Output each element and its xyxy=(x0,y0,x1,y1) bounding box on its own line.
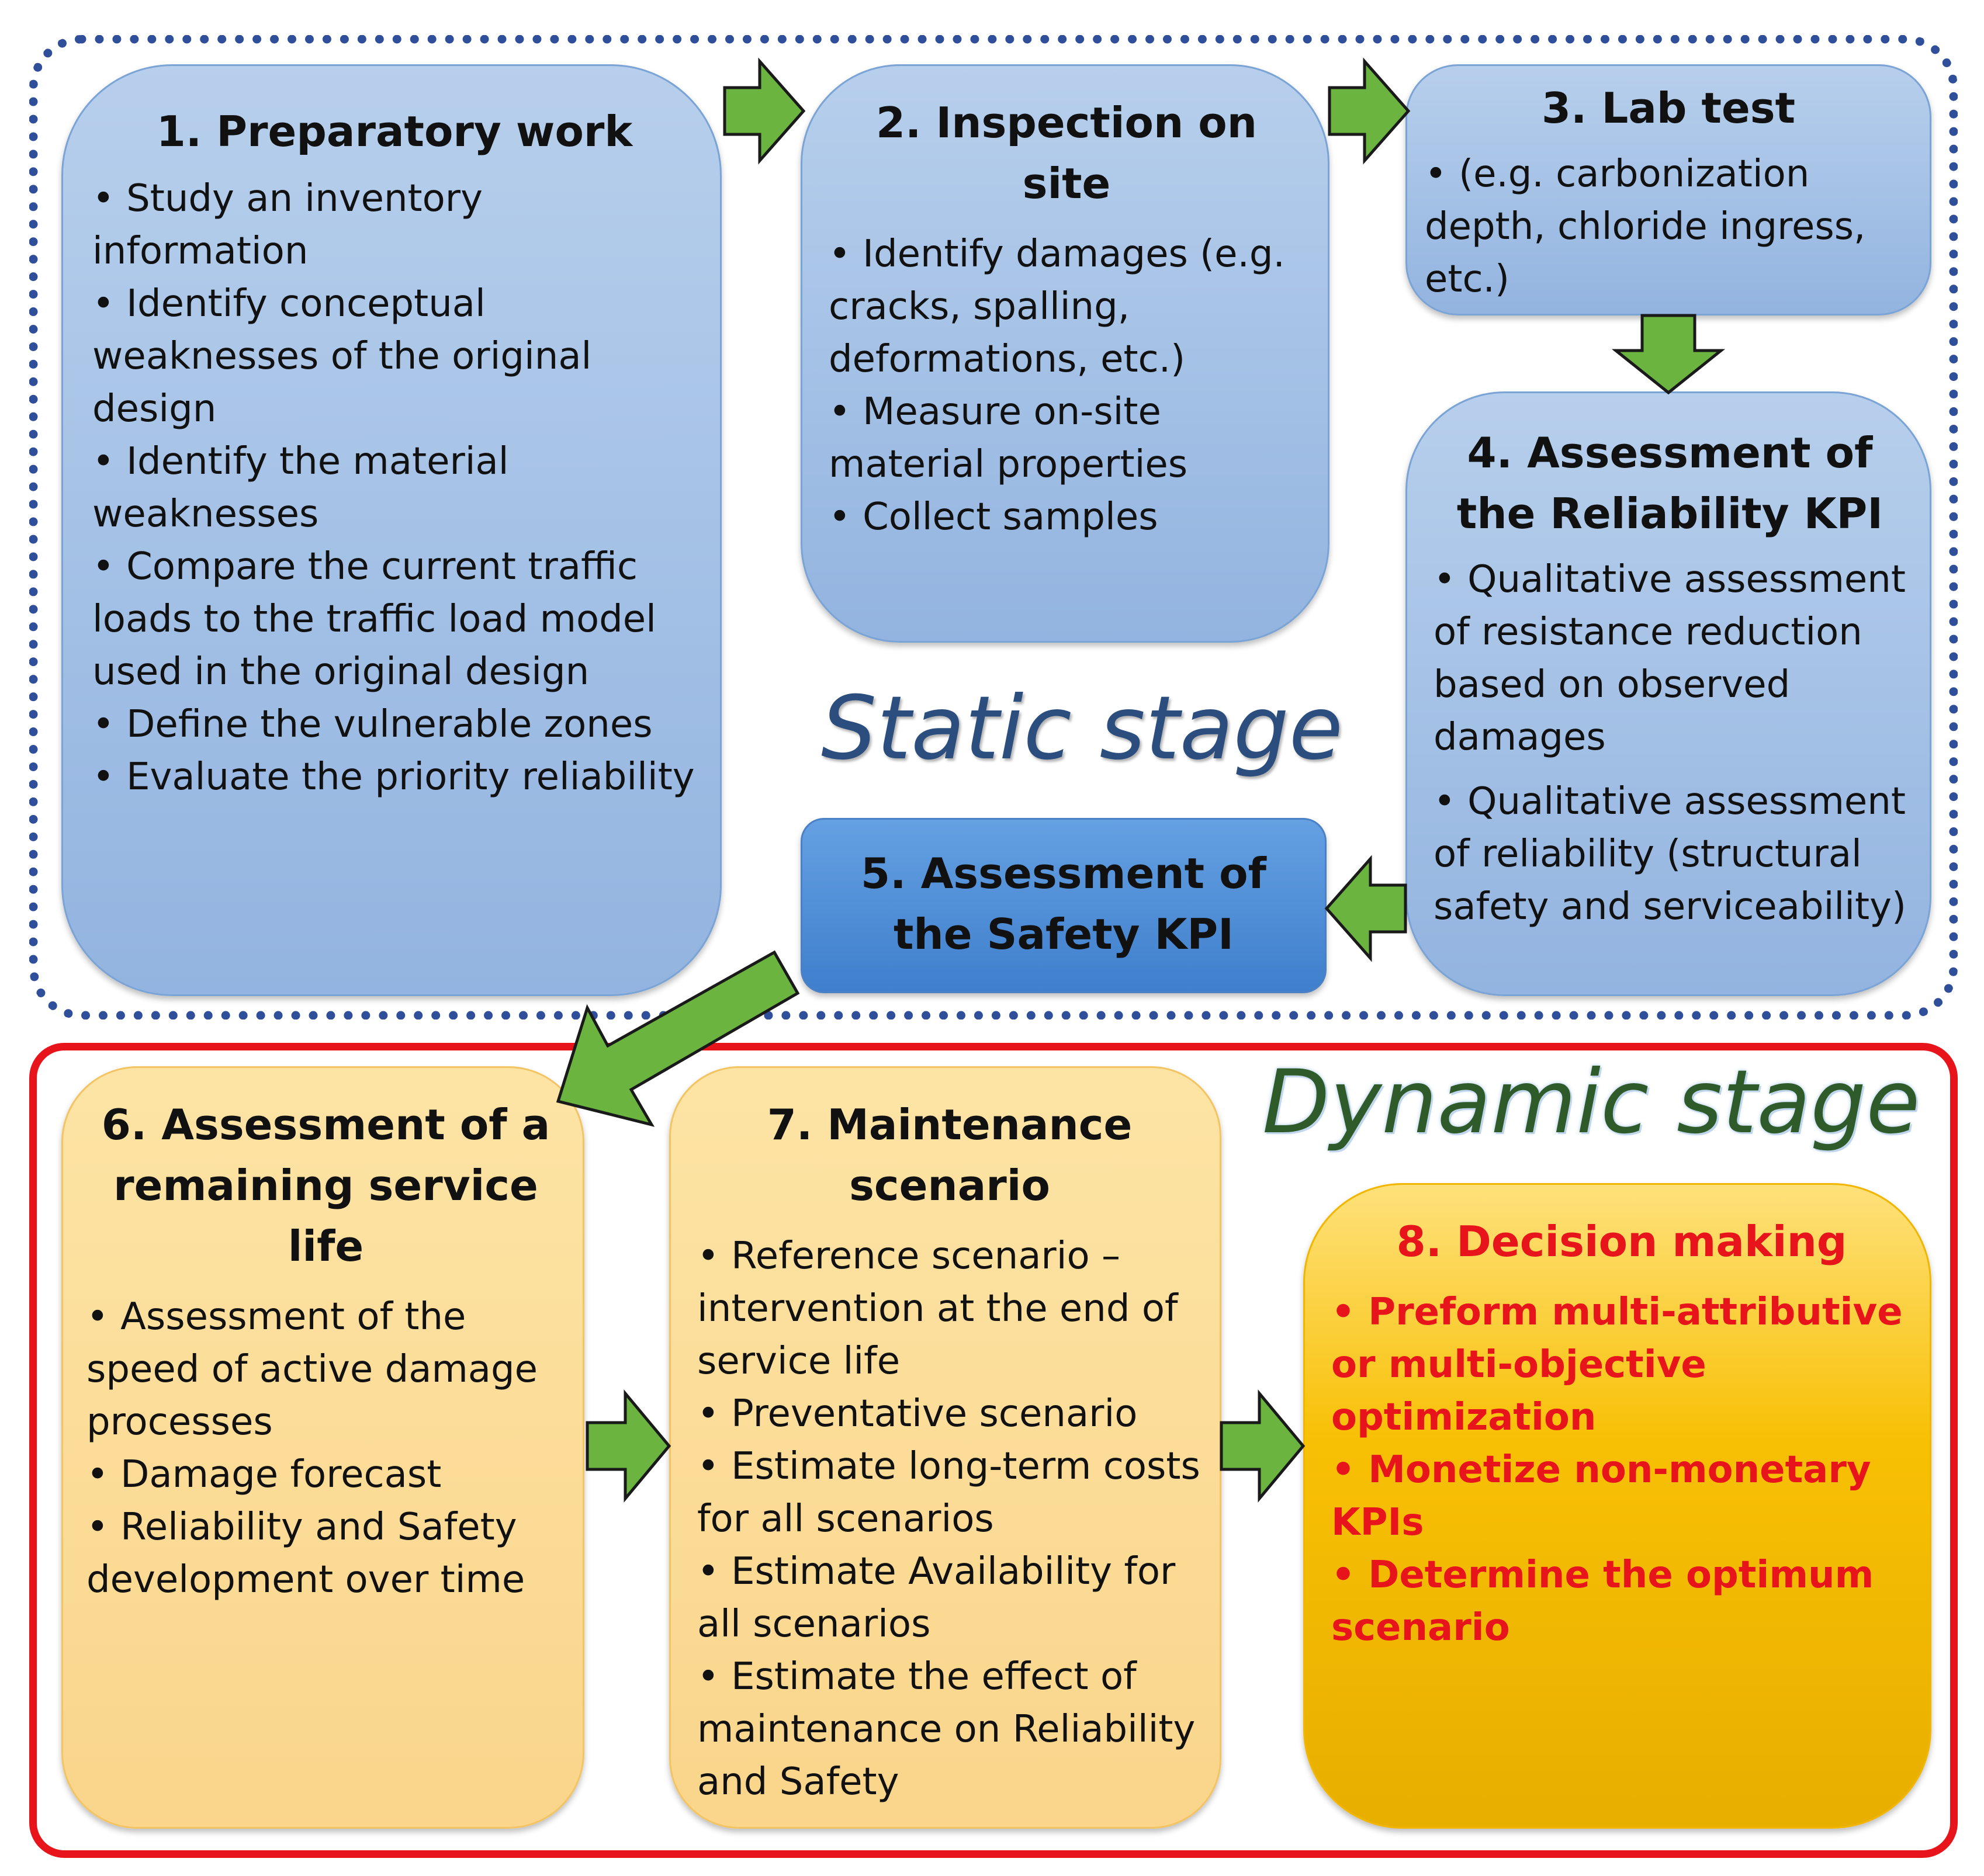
step-8-decision-making: 8. Decision making Preform multi-attribu… xyxy=(1303,1183,1931,1829)
step-2-item: Measure on-site material properties xyxy=(829,386,1304,491)
arrow-2-to-3 xyxy=(1328,57,1411,165)
step-5-title: 5. Assessment of the Safety KPI xyxy=(861,849,1266,959)
step-2-item: Identify damages (e.g. cracks, spalling,… xyxy=(829,228,1304,386)
step-7-item: Estimate Availability for all scenarios xyxy=(697,1545,1202,1650)
step-1-title: 1. Preparatory work xyxy=(156,107,633,156)
step-4-title: 4. Assessment of the Reliability KPI xyxy=(1456,428,1883,538)
step-3-item: (e.g. carbonization depth, chloride ingr… xyxy=(1425,148,1912,306)
step-1-item: Study an inventory information xyxy=(92,172,697,278)
step-1-item: Compare the current traffic loads to the… xyxy=(92,540,697,698)
step-2-title: 2. Inspection on site xyxy=(875,98,1258,208)
dynamic-stage-region xyxy=(29,1043,1958,1858)
step-6-title: 6. Assessment of a remaining service lif… xyxy=(101,1100,550,1271)
arrow-1-to-2 xyxy=(723,57,806,165)
step-8-item: Preform multi-attributive or multi-objec… xyxy=(1331,1286,1912,1444)
static-stage-label: Static stage xyxy=(821,678,1343,779)
step-6-item: Reliability and Safety development over … xyxy=(86,1501,565,1606)
arrow-4-to-5 xyxy=(1324,855,1407,962)
arrow-3-to-4 xyxy=(1611,314,1726,395)
step-4-item: Qualitative assessment of resistance red… xyxy=(1434,553,1906,764)
step-8-item: Monetize non-monetary KPIs xyxy=(1331,1444,1912,1549)
step-5-safety-kpi: 5. Assessment of the Safety KPI xyxy=(801,818,1327,993)
step-1-item: Evaluate the priority reliability xyxy=(92,751,697,803)
step-4-reliability-kpi: 4. Assessment of the Reliability KPI Qua… xyxy=(1405,391,1931,996)
step-1-item: Identify the material weaknesses xyxy=(92,435,697,540)
step-1-item: Define the vulnerable zones xyxy=(92,698,697,751)
step-4-item: Qualitative assessment of reliability (s… xyxy=(1434,775,1906,933)
step-7-title: 7. Maintenance scenario xyxy=(767,1100,1133,1210)
arrow-7-to-8 xyxy=(1220,1389,1306,1503)
static-stage-region xyxy=(29,35,1958,1020)
step-3-lab-test: 3. Lab test (e.g. carbonization depth, c… xyxy=(1405,64,1931,315)
step-6-remaining-service-life: 6. Assessment of a remaining service lif… xyxy=(61,1066,584,1829)
step-2-inspection-on-site: 2. Inspection on site Identify damages (… xyxy=(801,64,1329,643)
step-8-item: Determine the optimum scenario xyxy=(1331,1549,1912,1654)
step-7-item: Estimate the effect of maintenance on Re… xyxy=(697,1650,1202,1808)
step-7-item: Reference scenario – intervention at the… xyxy=(697,1230,1202,1388)
step-6-item: Damage forecast xyxy=(86,1448,565,1501)
step-8-title: 8. Decision making xyxy=(1396,1217,1847,1266)
arrow-5-to-6 xyxy=(556,950,800,1127)
step-7-item: Preventative scenario xyxy=(697,1388,1202,1440)
step-2-item: Collect samples xyxy=(829,491,1304,543)
step-1-item: Identify conceptual weaknesses of the or… xyxy=(92,278,697,435)
dynamic-stage-label: Dynamic stage xyxy=(1262,1052,1920,1153)
step-7-maintenance-scenario: 7. Maintenance scenario Reference scenar… xyxy=(669,1066,1221,1829)
step-3-title: 3. Lab test xyxy=(1541,84,1796,133)
step-7-item: Estimate long-term costs for all scenari… xyxy=(697,1440,1202,1545)
arrow-6-to-7 xyxy=(586,1389,671,1503)
step-6-item: Assessment of the speed of active damage… xyxy=(86,1291,565,1448)
step-1-preparatory-work: 1. Preparatory work Study an inventory i… xyxy=(61,64,722,996)
